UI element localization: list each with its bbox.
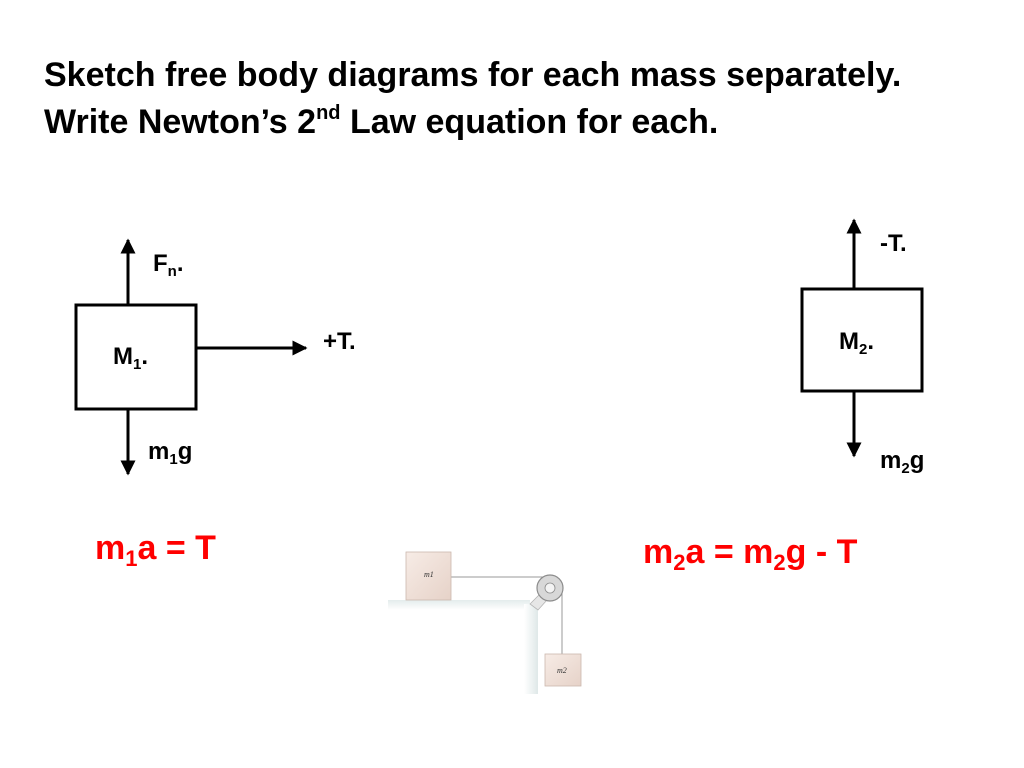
normal-force-label: Fn. — [153, 250, 184, 280]
slide-title: Sketch free body diagrams for each mass … — [44, 56, 902, 141]
mass1-box — [74, 303, 198, 411]
tension-label-m2: -T. — [880, 230, 907, 257]
mass1-label: M1. — [113, 343, 149, 373]
equation-mass2: m2a = m2g - T — [643, 533, 858, 575]
block-m1-label: m1 — [424, 570, 434, 579]
mass2-box — [800, 287, 924, 393]
table-top — [388, 600, 530, 610]
block-m2-label: m2 — [557, 666, 567, 675]
weight2-label: m2g — [880, 447, 925, 477]
equation-mass1: m1a = T — [95, 529, 216, 571]
block-m1 — [405, 551, 452, 601]
block-m2 — [544, 653, 582, 687]
weight1-label: m1g — [148, 438, 193, 468]
pulley-hub — [544, 582, 556, 594]
table-side — [524, 604, 538, 694]
tension-label-m1: +T. — [323, 328, 356, 355]
pulley-setup-illustration: m1 m2 — [388, 551, 582, 694]
mass2-label: M2. — [839, 328, 875, 358]
